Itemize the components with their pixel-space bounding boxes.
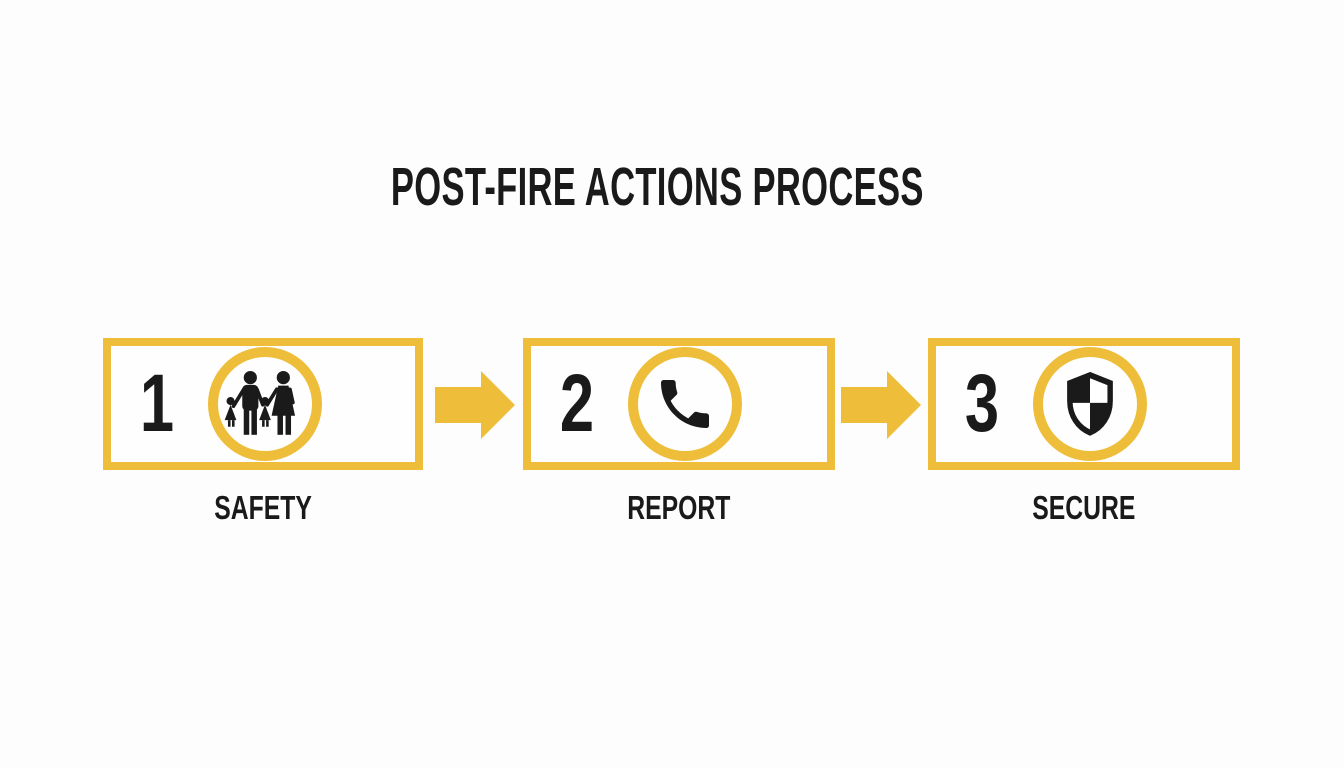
step-label-secure: SECURE	[928, 491, 1240, 525]
step-label-secure-text: SECURE	[1032, 489, 1136, 526]
checkered-shield-icon	[1033, 347, 1147, 461]
phone-handset-icon	[628, 347, 742, 461]
step-box-safety: 1	[103, 338, 423, 470]
step-number-3: 3	[964, 358, 1000, 449]
step-box-report: 2	[523, 338, 835, 470]
step-label-safety-text: SAFETY	[214, 489, 312, 526]
family-icon	[208, 347, 322, 461]
step-label-safety: SAFETY	[103, 491, 423, 525]
step-number-1: 1	[139, 358, 175, 449]
step-label-report: REPORT	[523, 491, 835, 525]
step-box-secure: 3	[928, 338, 1240, 470]
arrow-right-icon	[841, 371, 921, 439]
page-title: POST-FIRE ACTIONS PROCESS	[0, 160, 1344, 214]
arrow-right-icon	[435, 371, 515, 439]
step-number-2: 2	[559, 358, 595, 449]
page-title-text: POST-FIRE ACTIONS PROCESS	[390, 157, 924, 217]
step-label-report-text: REPORT	[627, 489, 731, 526]
